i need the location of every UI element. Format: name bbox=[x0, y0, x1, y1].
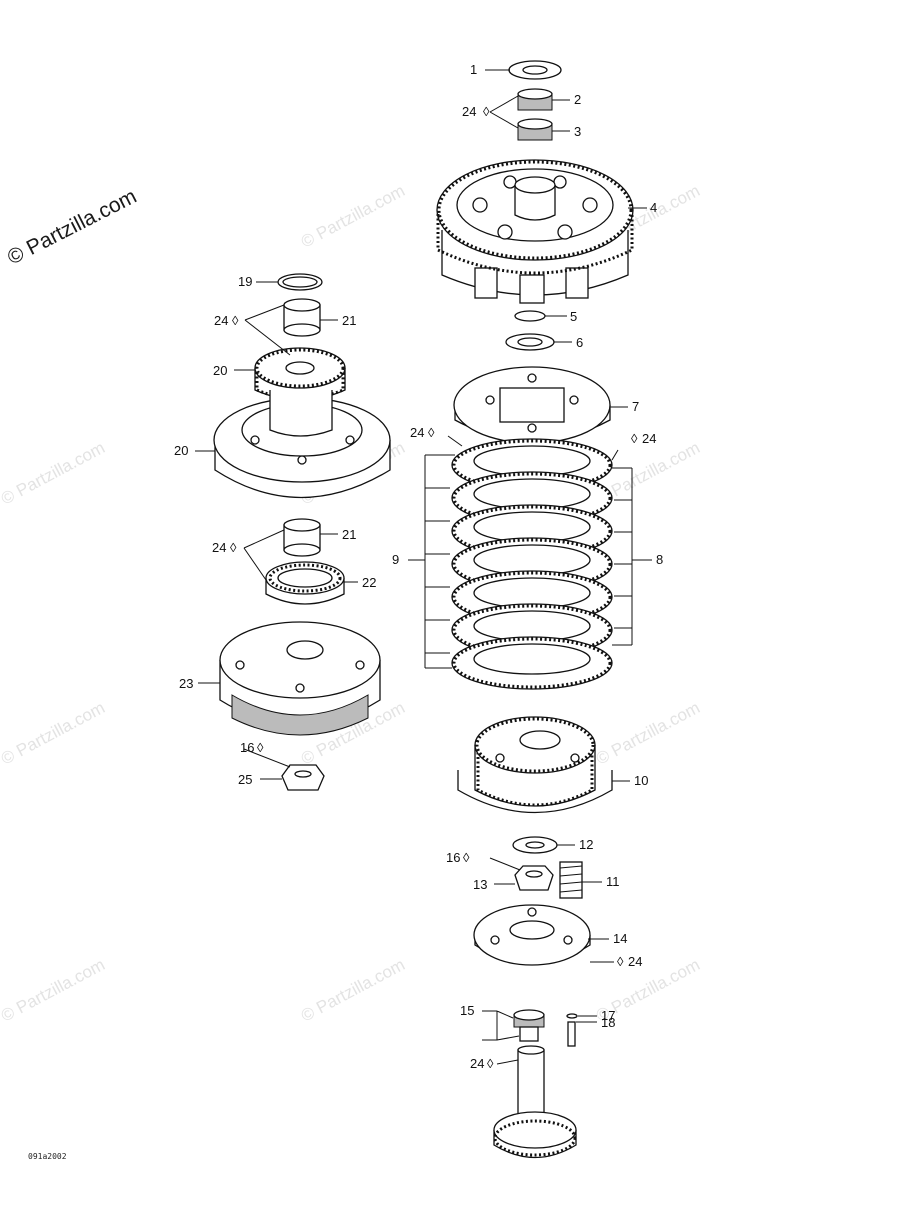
brand-watermark: © Partzilla.com bbox=[4, 185, 141, 270]
callout-13: 13 bbox=[473, 877, 487, 892]
part-4-clutch-housing bbox=[436, 159, 634, 304]
callout-21: 21 bbox=[342, 527, 356, 542]
part-5-ring bbox=[514, 310, 546, 322]
sealant-icon: ◊ bbox=[617, 954, 624, 969]
callout-18: 18 bbox=[601, 1015, 615, 1030]
callout-1: 1 bbox=[470, 62, 477, 77]
callout-25: 25 bbox=[238, 772, 252, 787]
callout-16: 16 bbox=[446, 850, 460, 865]
sealant-icon: ◊ bbox=[487, 1056, 494, 1071]
part-23-one-way-clutch bbox=[219, 621, 381, 736]
callout-5: 5 bbox=[570, 309, 577, 324]
callout-4: 4 bbox=[650, 200, 657, 215]
callout-24: 24 bbox=[462, 104, 476, 119]
callout-21: 21 bbox=[342, 313, 356, 328]
callout-7: 7 bbox=[632, 399, 639, 414]
callout-20: 20 bbox=[174, 443, 188, 458]
callout-19: 19 bbox=[238, 274, 252, 289]
callout-2: 2 bbox=[574, 92, 581, 107]
part-15-bearing bbox=[513, 1009, 545, 1042]
callout-16: 16 bbox=[240, 740, 254, 755]
part-12-washer bbox=[512, 836, 558, 854]
part-shaft bbox=[493, 1045, 577, 1159]
plate-teeth bbox=[452, 637, 612, 689]
part-1-washer bbox=[508, 60, 562, 80]
part-18-screw bbox=[567, 1021, 576, 1047]
drawing-code: 091a2002 bbox=[28, 1152, 67, 1161]
plate-inner-edge bbox=[473, 643, 591, 675]
callout-24: 24 bbox=[628, 954, 642, 969]
callout-24: 24 bbox=[642, 431, 656, 446]
watermark: © Partzilla.com bbox=[298, 181, 408, 252]
sealant-icon: ◊ bbox=[463, 850, 470, 865]
part-3-bearing bbox=[517, 118, 553, 141]
watermark: © Partzilla.com bbox=[0, 438, 108, 509]
part-25-nut bbox=[281, 764, 325, 791]
sealant-icon: ◊ bbox=[631, 431, 638, 446]
watermark: © Partzilla.com bbox=[0, 698, 108, 769]
sealant-icon: ◊ bbox=[483, 104, 490, 119]
sealant-icon: ◊ bbox=[232, 313, 239, 328]
callout-11: 11 bbox=[606, 874, 620, 889]
part-13-nut bbox=[514, 865, 554, 891]
leader-lines bbox=[195, 69, 652, 1065]
callout-10: 10 bbox=[634, 773, 648, 788]
part-8-9-plate-stack bbox=[451, 438, 613, 690]
callout-17: 17 bbox=[601, 1008, 615, 1023]
sealant-icon: ◊ bbox=[428, 425, 435, 440]
callout-labels: 1 2 3 24 ◊ 4 5 6 7 24 ◊ ◊ 24 9 8 10 12 1… bbox=[174, 62, 663, 1071]
callout-12: 12 bbox=[579, 837, 593, 852]
callout-24: 24 bbox=[410, 425, 424, 440]
part-21-bushing-lower bbox=[283, 518, 321, 557]
part-11-spring bbox=[559, 861, 583, 899]
callout-24: 24 bbox=[212, 540, 226, 555]
callout-3: 3 bbox=[574, 124, 581, 139]
part-21-bushing-upper bbox=[283, 298, 321, 337]
callout-14: 14 bbox=[613, 931, 627, 946]
watermark: © Partzilla.com bbox=[298, 955, 408, 1026]
callout-22: 22 bbox=[362, 575, 376, 590]
callout-23: 23 bbox=[179, 676, 193, 691]
sealant-icon: ◊ bbox=[230, 540, 237, 555]
callout-8: 8 bbox=[656, 552, 663, 567]
callout-9: 9 bbox=[392, 552, 399, 567]
part-10-clutch-hub bbox=[457, 716, 613, 814]
part-6-washer bbox=[505, 333, 555, 351]
watermark: © Partzilla.com bbox=[0, 955, 108, 1026]
part-20-drum bbox=[213, 390, 391, 499]
part-22-sprag bbox=[265, 561, 345, 605]
part-14-spring-plate bbox=[473, 904, 591, 966]
watermark: © Partzilla.com bbox=[593, 698, 703, 769]
part-7-pressure-plate bbox=[453, 366, 611, 444]
callout-6: 6 bbox=[576, 335, 583, 350]
callout-15: 15 bbox=[460, 1003, 474, 1018]
callout-24: 24 bbox=[214, 313, 228, 328]
part-19-ring bbox=[277, 273, 323, 291]
part-17-washer bbox=[566, 1013, 578, 1019]
callout-20: 20 bbox=[213, 363, 227, 378]
callout-24: 24 bbox=[470, 1056, 484, 1071]
part-2-bearing bbox=[517, 88, 553, 111]
sealant-icon: ◊ bbox=[257, 740, 264, 755]
